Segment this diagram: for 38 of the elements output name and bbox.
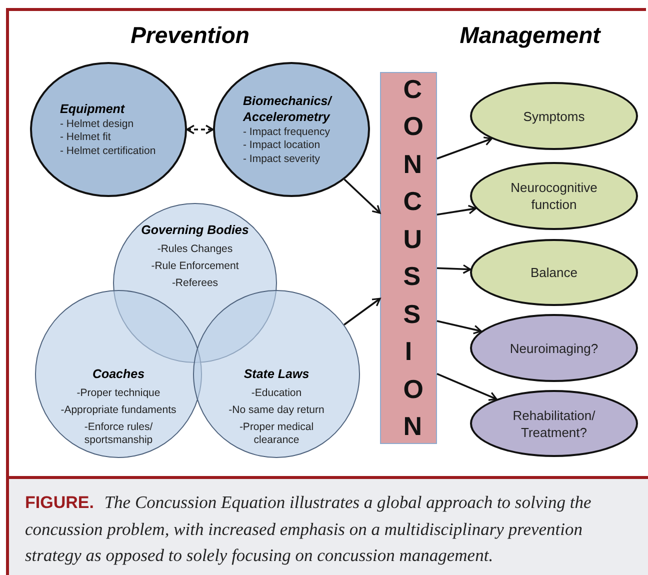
arrow [436, 204, 477, 216]
bullet-item: - Helmet fit [60, 131, 111, 145]
arrow [344, 178, 381, 214]
concussion-column [380, 72, 437, 444]
arrow [436, 264, 472, 274]
node-heading: Governing Bodies [141, 222, 249, 238]
bullet-item: - Impact severity [243, 152, 320, 166]
vertical-label: CONCUSSION [402, 72, 430, 443]
node-heading: Equipment [60, 100, 125, 117]
arrow [436, 320, 482, 334]
section-heading: Management [458, 22, 602, 49]
bullet-item: -Proper technique [76, 387, 160, 400]
section-heading: Prevention [130, 22, 250, 49]
bullet-item: - Impact location [243, 139, 320, 153]
node-heading: State Laws [244, 366, 310, 382]
node-label: Symptoms [523, 108, 585, 124]
bullet-item: -Enforce rules/ sportsmanship [83, 421, 154, 447]
node-label: Rehabilitation/ Treatment? [512, 406, 596, 440]
bullet-item: -Referees [172, 277, 218, 290]
arrow [436, 136, 492, 160]
node-heading: Coaches [92, 366, 145, 382]
bullet-item: - Helmet certification [60, 144, 156, 158]
bullet-item: - Helmet design [60, 118, 134, 132]
node-heading: Biomechanics/ Accelerometry [243, 92, 334, 125]
arrow [186, 124, 214, 134]
node-label: Balance [530, 264, 578, 281]
caption: FIGURE. The Concussion Equation illustrates a global approach to solving the concussion problem, with increased emphasis on a multidisciplinary prevention strategy as opposed to solely focusing on concussion management. [25, 491, 592, 567]
bullet-item: -Rules Changes [157, 243, 233, 256]
arrow [344, 298, 381, 326]
bullet-item: -Proper medical clearance [238, 421, 315, 447]
arrow [436, 373, 498, 401]
node-label: Neuroimaging? [510, 340, 598, 356]
bullet-item: -Rule Enforcement [151, 260, 239, 273]
bullet-item: -Education [251, 387, 302, 400]
node-label: Neurocognitive function [510, 179, 598, 213]
bullet-item: -Appropriate fundaments [60, 404, 176, 417]
bullet-item: - Impact frequency [243, 126, 330, 140]
bullet-item: -No same day return [228, 404, 324, 417]
